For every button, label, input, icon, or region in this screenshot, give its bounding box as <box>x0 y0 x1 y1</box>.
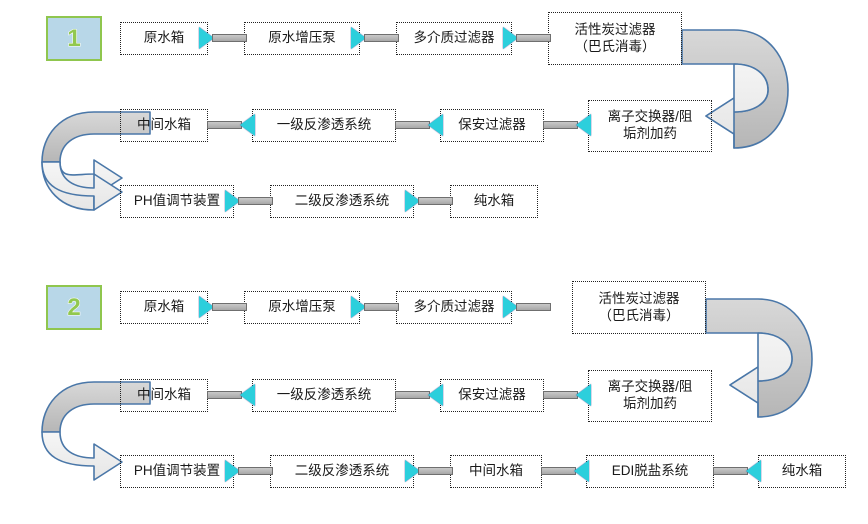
arrowhead-left-icon <box>240 114 255 136</box>
connector-arrow-right <box>351 296 399 318</box>
connector-arrow-left <box>395 114 443 136</box>
connector-bar <box>238 467 273 475</box>
connector-arrow-left <box>395 384 443 406</box>
arrowhead-right-icon <box>225 460 240 482</box>
connector-bar <box>395 391 430 399</box>
arrowhead-left-icon <box>746 460 761 482</box>
node-security-filter[interactable]: 保安过滤器 <box>440 109 544 142</box>
connector-bar <box>516 303 551 311</box>
arrowhead-right-icon <box>199 296 214 318</box>
connector-bar <box>364 303 399 311</box>
connector-bar <box>543 391 578 399</box>
uturn-arrow-left-wrap <box>38 110 158 220</box>
node-intermediate-water-tank[interactable]: 中间水箱 <box>450 455 542 488</box>
node-first-stage-ro[interactable]: 一级反渗透系统 <box>252 109 396 142</box>
node-raw-water-tank[interactable]: 原水箱 <box>120 22 208 55</box>
connector-bar <box>364 34 399 42</box>
arrowhead-right-icon <box>405 460 420 482</box>
arrowhead-left-icon <box>428 384 443 406</box>
node-intermediate-water-tank[interactable]: 中间水箱 <box>120 379 208 412</box>
arrowhead-right-icon <box>351 27 366 49</box>
arrowhead-right-icon <box>405 190 420 212</box>
arrowhead-right-icon <box>503 27 518 49</box>
connector-arrow-right <box>225 190 273 212</box>
node-second-stage-ro[interactable]: 二级反渗透系统 <box>270 455 414 488</box>
connector-arrow-right <box>225 460 273 482</box>
arrowhead-right-icon <box>503 296 518 318</box>
node-activated-carbon-filter[interactable]: 活性炭过滤器 （巴氏消毒） <box>548 12 682 65</box>
node-pure-water-tank[interactable]: 纯水箱 <box>758 455 846 488</box>
node-first-stage-ro[interactable]: 一级反渗透系统 <box>252 379 396 412</box>
connector-bar <box>212 303 247 311</box>
node-ion-exchanger-antiscalant[interactable]: 离子交换器/阻 垢剂加药 <box>588 100 712 152</box>
connector-bar <box>543 121 578 129</box>
node-raw-water-tank[interactable]: 原水箱 <box>120 291 208 324</box>
connector-bar <box>418 197 453 205</box>
connector-arrow-right <box>405 190 453 212</box>
node-activated-carbon-filter[interactable]: 活性炭过滤器 （巴氏消毒） <box>572 281 706 334</box>
connector-bar <box>418 467 453 475</box>
badge-label: 1 <box>67 24 81 52</box>
arrowhead-left-icon <box>428 114 443 136</box>
connector-arrow-right <box>405 460 453 482</box>
arrowhead-right-icon <box>351 296 366 318</box>
node-security-filter[interactable]: 保安过滤器 <box>440 379 544 412</box>
node-ph-adjustment-device[interactable]: PH值调节装置 <box>120 185 234 218</box>
node-ion-exchanger-antiscalant[interactable]: 离子交换器/阻 垢剂加药 <box>588 370 712 422</box>
arrowhead-left-icon <box>574 460 589 482</box>
connector-arrow-left <box>713 460 761 482</box>
node-edi-desalination-system[interactable]: EDI脱盐系统 <box>586 455 714 488</box>
arrowhead-left-icon <box>576 114 591 136</box>
connector-bar <box>212 34 247 42</box>
connector-bar <box>395 121 430 129</box>
connector-arrow-right <box>199 27 247 49</box>
badge-label: 2 <box>67 293 81 321</box>
connector-arrow-right <box>503 27 551 49</box>
connector-bar <box>207 391 242 399</box>
arrowhead-right-icon <box>225 190 240 212</box>
node-second-stage-ro[interactable]: 二级反渗透系统 <box>270 185 414 218</box>
connector-bar <box>713 467 748 475</box>
arrowhead-right-icon <box>199 27 214 49</box>
arrowhead-left-icon <box>576 384 591 406</box>
node-pure-water-tank[interactable]: 纯水箱 <box>450 185 538 218</box>
connector-arrow-left <box>541 460 589 482</box>
diagram-number-badge-1: 1 <box>46 16 102 61</box>
connector-arrow-left <box>543 384 591 406</box>
connector-arrow-right <box>199 296 247 318</box>
arrowhead-left-icon <box>240 384 255 406</box>
uturn-arrow-right-wrap <box>700 293 820 425</box>
connector-arrow-left <box>207 114 255 136</box>
connector-bar <box>516 34 551 42</box>
diagram-number-badge-2: 2 <box>46 285 102 330</box>
connector-bar <box>238 197 273 205</box>
connector-arrow-right <box>503 296 551 318</box>
uturn-arrow-right-wrap <box>676 24 796 156</box>
node-raw-water-booster-pump[interactable]: 原水增压泵 <box>244 291 360 324</box>
connector-arrow-left <box>543 114 591 136</box>
uturn-arrow-left-wrap <box>38 380 158 490</box>
connector-bar <box>207 121 242 129</box>
node-multimedia-filter[interactable]: 多介质过滤器 <box>396 22 512 55</box>
connector-arrow-left <box>207 384 255 406</box>
connector-bar <box>541 467 576 475</box>
node-multimedia-filter[interactable]: 多介质过滤器 <box>396 291 512 324</box>
node-raw-water-booster-pump[interactable]: 原水增压泵 <box>244 22 360 55</box>
connector-arrow-right <box>351 27 399 49</box>
node-ph-adjustment-device[interactable]: PH值调节装置 <box>120 455 234 488</box>
node-intermediate-water-tank[interactable]: 中间水箱 <box>120 109 208 142</box>
